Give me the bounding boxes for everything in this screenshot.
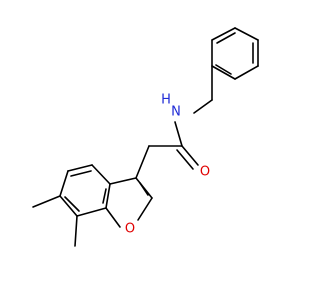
structure-diagram: N H O O — [0, 0, 300, 300]
bond — [211, 27, 236, 41]
bond-inner — [216, 32, 236, 44]
bond — [234, 65, 259, 80]
bond — [59, 170, 69, 197]
bond-inner — [102, 188, 107, 204]
bond-ch2-n — [193, 99, 213, 114]
furan-ring — [105, 177, 153, 228]
bond-ch2-c3 — [135, 145, 150, 179]
nitrogen-label: N — [171, 105, 181, 120]
bond-c-o — [181, 145, 199, 166]
bond-methyl-6 — [32, 195, 61, 208]
background — [0, 0, 300, 300]
bond-methyl-7 — [74, 215, 78, 247]
bond — [59, 195, 78, 217]
furan-oxygen-label: O — [125, 222, 135, 237]
bond — [105, 183, 111, 209]
bond — [91, 164, 111, 185]
bond — [67, 164, 93, 172]
bond — [105, 207, 121, 228]
bond — [109, 177, 137, 185]
bond-inner — [139, 182, 149, 196]
bond — [76, 207, 107, 217]
bond-c-o-double — [176, 149, 194, 170]
bond — [234, 27, 259, 41]
phenyl-ring — [211, 27, 259, 80]
bond-inner — [70, 170, 92, 177]
atom-labels: N H O O — [125, 93, 210, 237]
carbonyl-oxygen-label: O — [200, 165, 210, 180]
bonds — [32, 27, 259, 247]
bond-inner — [215, 64, 232, 75]
bond-inner — [64, 196, 80, 212]
benzo-ring — [59, 164, 111, 217]
bond — [137, 197, 153, 221]
bond — [211, 65, 236, 80]
nitrogen-hydrogen-label: H — [161, 93, 171, 108]
bond-n-c — [174, 121, 183, 147]
